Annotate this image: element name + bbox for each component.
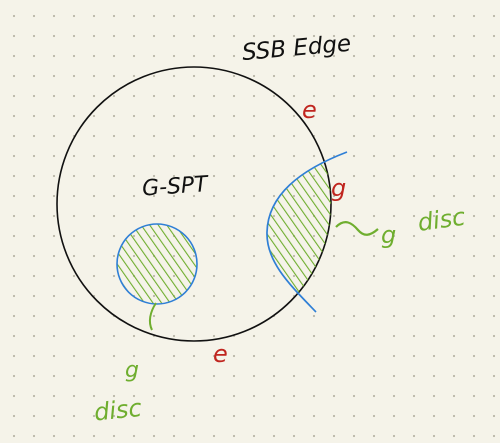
right-disc-label-disc: disc <box>416 203 467 237</box>
title-text: SSB Edge <box>241 31 352 66</box>
small-disc <box>116 223 198 305</box>
edge-label-bottom: e <box>213 340 228 368</box>
right-disc-label-g: g <box>381 221 396 249</box>
edge-label-top: e <box>302 96 317 124</box>
small-disc-label-g: g <box>125 358 139 383</box>
right-disc-boundary <box>266 151 348 313</box>
small-disc-hatch <box>117 224 197 304</box>
right-disc-tilde <box>335 221 379 236</box>
small-disc-leader <box>148 302 157 331</box>
g-label: g <box>331 174 346 202</box>
g-spt-label: G-SPT <box>141 172 210 202</box>
small-disc-label-disc: disc <box>93 394 143 427</box>
